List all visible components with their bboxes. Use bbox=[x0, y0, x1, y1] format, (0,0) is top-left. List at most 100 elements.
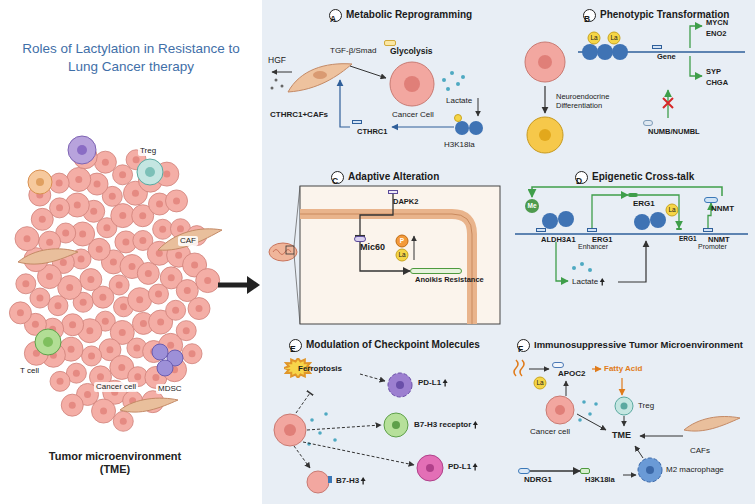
checkpoint-label: B7-H3 receptor bbox=[414, 420, 471, 430]
panel-d-art bbox=[618, 241, 646, 282]
node-text: F bbox=[518, 344, 523, 355]
panel-a-art bbox=[450, 71, 454, 75]
drawing-part bbox=[109, 193, 116, 200]
panel-f-art bbox=[555, 405, 565, 415]
drawing-part bbox=[82, 346, 102, 366]
drawing-part bbox=[166, 300, 186, 320]
protein-box: APOC2 bbox=[552, 362, 564, 368]
drawing-part bbox=[36, 295, 43, 302]
panel-heading: Modulation of Checkpoint Molecules bbox=[306, 338, 480, 351]
drawing-part bbox=[155, 291, 162, 298]
drawing-part bbox=[182, 344, 202, 364]
drawing-part bbox=[9, 302, 31, 324]
drawing-part bbox=[94, 151, 116, 173]
panel-e-art bbox=[333, 438, 337, 442]
drawing-part bbox=[177, 225, 184, 232]
panel-a-art bbox=[392, 126, 454, 127]
panel-a-art bbox=[350, 66, 386, 78]
drawing-part bbox=[153, 219, 173, 239]
panel-letter: E bbox=[289, 339, 302, 352]
big-arrow bbox=[247, 276, 260, 294]
drawing-part bbox=[102, 318, 109, 325]
drawing-part bbox=[50, 371, 70, 391]
drawing-part bbox=[168, 274, 175, 281]
panel-d-art bbox=[515, 233, 748, 235]
drawing-part bbox=[39, 216, 46, 223]
cell-label: CAFs bbox=[690, 446, 710, 456]
increase-arrow bbox=[443, 379, 448, 387]
increase-arrow bbox=[361, 477, 366, 481]
drawing-part bbox=[188, 298, 210, 320]
drawing-part bbox=[66, 284, 73, 291]
immune-cell bbox=[28, 170, 52, 194]
node-text: A bbox=[330, 14, 336, 25]
increase-arrow bbox=[473, 463, 478, 471]
drawing-part bbox=[137, 262, 159, 284]
molecule-label: Fatty Acid bbox=[604, 364, 642, 374]
protein-pill: NNMT bbox=[704, 197, 718, 203]
drawing-part bbox=[31, 208, 53, 230]
drawing-part bbox=[74, 202, 81, 209]
immune-cell bbox=[43, 337, 53, 347]
panel: Adaptive AlterationCDAPK2Mic60Anoikis Re… bbox=[266, 166, 506, 330]
drawing-part bbox=[110, 258, 117, 265]
drawing-part bbox=[153, 219, 173, 239]
panel-e-art bbox=[396, 381, 404, 389]
drawing-part bbox=[191, 261, 198, 268]
immune-cell bbox=[36, 178, 44, 186]
drawing-part bbox=[24, 235, 31, 242]
cell-label: T cell bbox=[18, 366, 41, 376]
increase-arrow bbox=[473, 421, 478, 429]
node-text: ERG1 bbox=[633, 197, 655, 210]
panel-f-art bbox=[577, 414, 606, 430]
lactyl-mark: La bbox=[530, 378, 550, 388]
panel-e-art bbox=[303, 442, 414, 465]
panel-a-art bbox=[313, 71, 327, 79]
big-arrow bbox=[218, 276, 260, 294]
protein-box: DAPK2 bbox=[388, 190, 398, 194]
panel-e-art bbox=[294, 446, 310, 468]
panel-e-art bbox=[426, 464, 434, 472]
drawing-part bbox=[48, 296, 68, 316]
drawing-part bbox=[196, 269, 220, 293]
panel-f-art bbox=[640, 436, 683, 437]
panel-b-art bbox=[544, 86, 545, 113]
panel-c-art bbox=[294, 186, 300, 324]
node-text: CTHRC1 bbox=[357, 125, 387, 138]
panel-e-art bbox=[324, 412, 328, 416]
drawing-part bbox=[134, 373, 141, 380]
panel-f-art bbox=[684, 417, 740, 432]
increase-arrow bbox=[600, 278, 605, 286]
panel-e-art bbox=[392, 421, 400, 429]
drawing-part bbox=[90, 208, 97, 215]
panel-b-art bbox=[525, 42, 565, 82]
node-text: Ferroptosis bbox=[298, 362, 342, 375]
region-label: TME bbox=[612, 430, 631, 441]
increase-arrow bbox=[361, 278, 605, 485]
panel-e-art bbox=[274, 414, 306, 446]
node-text: DAPK2 bbox=[393, 195, 418, 208]
drawing-part bbox=[128, 288, 152, 312]
immune-cell bbox=[157, 360, 173, 376]
drawing-part bbox=[111, 204, 135, 228]
node-text: C bbox=[332, 176, 338, 187]
molecule-label: Lactate bbox=[572, 277, 598, 287]
drawing-part bbox=[129, 263, 136, 270]
methyl-mark: Me bbox=[522, 201, 542, 211]
drawing-part bbox=[86, 327, 93, 334]
panel-f-art bbox=[638, 458, 662, 482]
panel-b-art bbox=[612, 44, 628, 60]
drawing-part bbox=[139, 212, 146, 219]
drawing-part bbox=[128, 288, 152, 312]
checkpoint-label: B7-H3 bbox=[336, 476, 359, 486]
panel-f-art bbox=[514, 360, 524, 376]
panel-ground bbox=[262, 0, 755, 504]
drawing-part bbox=[68, 346, 75, 353]
caf-cell bbox=[158, 229, 222, 250]
drawing-part bbox=[80, 299, 87, 306]
drawing-part bbox=[204, 277, 211, 284]
panel-f-art bbox=[635, 446, 643, 458]
drawing-part bbox=[17, 309, 24, 316]
panel-e-art bbox=[284, 424, 296, 436]
panel-b-art bbox=[538, 55, 552, 69]
